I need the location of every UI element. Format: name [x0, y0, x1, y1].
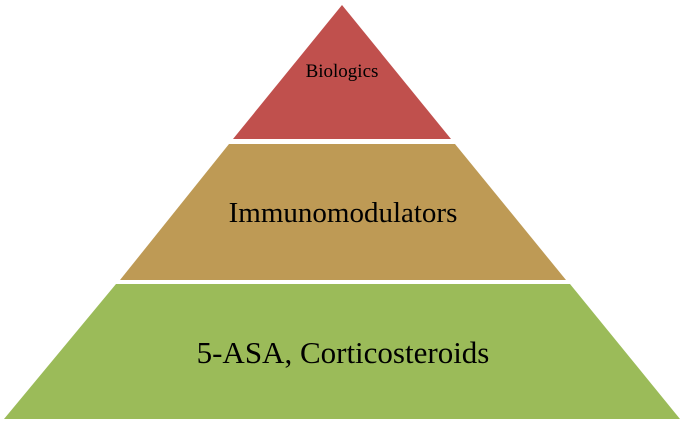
tier-5asa-corticosteroids: [4, 284, 680, 419]
tier-biologics: [233, 5, 451, 139]
tier-immunomodulators-label: Immunomodulators: [229, 197, 458, 229]
tier-biologics-label: Biologics: [306, 61, 379, 82]
tier-immunomodulators: [120, 144, 566, 280]
tier-5asa-corticosteroids-label: 5-ASA, Corticosteroids: [197, 335, 490, 370]
